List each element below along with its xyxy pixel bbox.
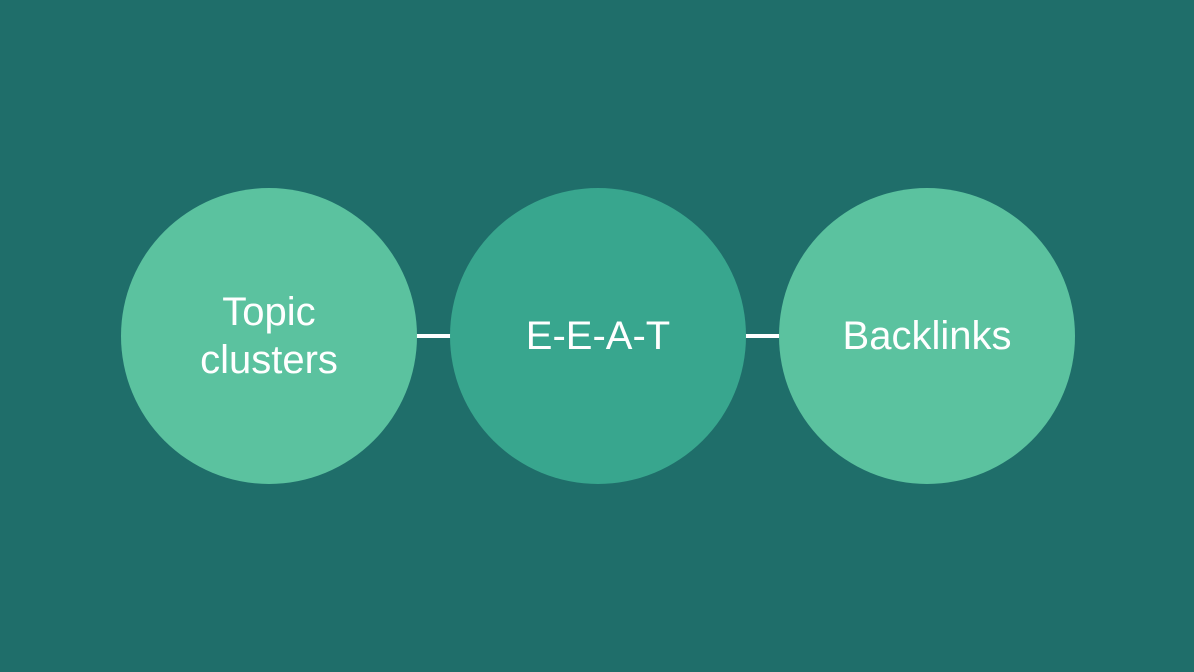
node-label: Topic clusters — [200, 290, 338, 382]
node-label: Backlinks — [842, 314, 1012, 358]
node-backlinks: Backlinks — [779, 188, 1075, 484]
connector-2-3 — [733, 334, 779, 338]
node-eeat: E-E-A-T — [450, 188, 746, 484]
connector-1-2 — [416, 334, 459, 338]
node-label: E-E-A-T — [525, 314, 671, 358]
node-topic-clusters: Topic clusters — [121, 188, 417, 484]
